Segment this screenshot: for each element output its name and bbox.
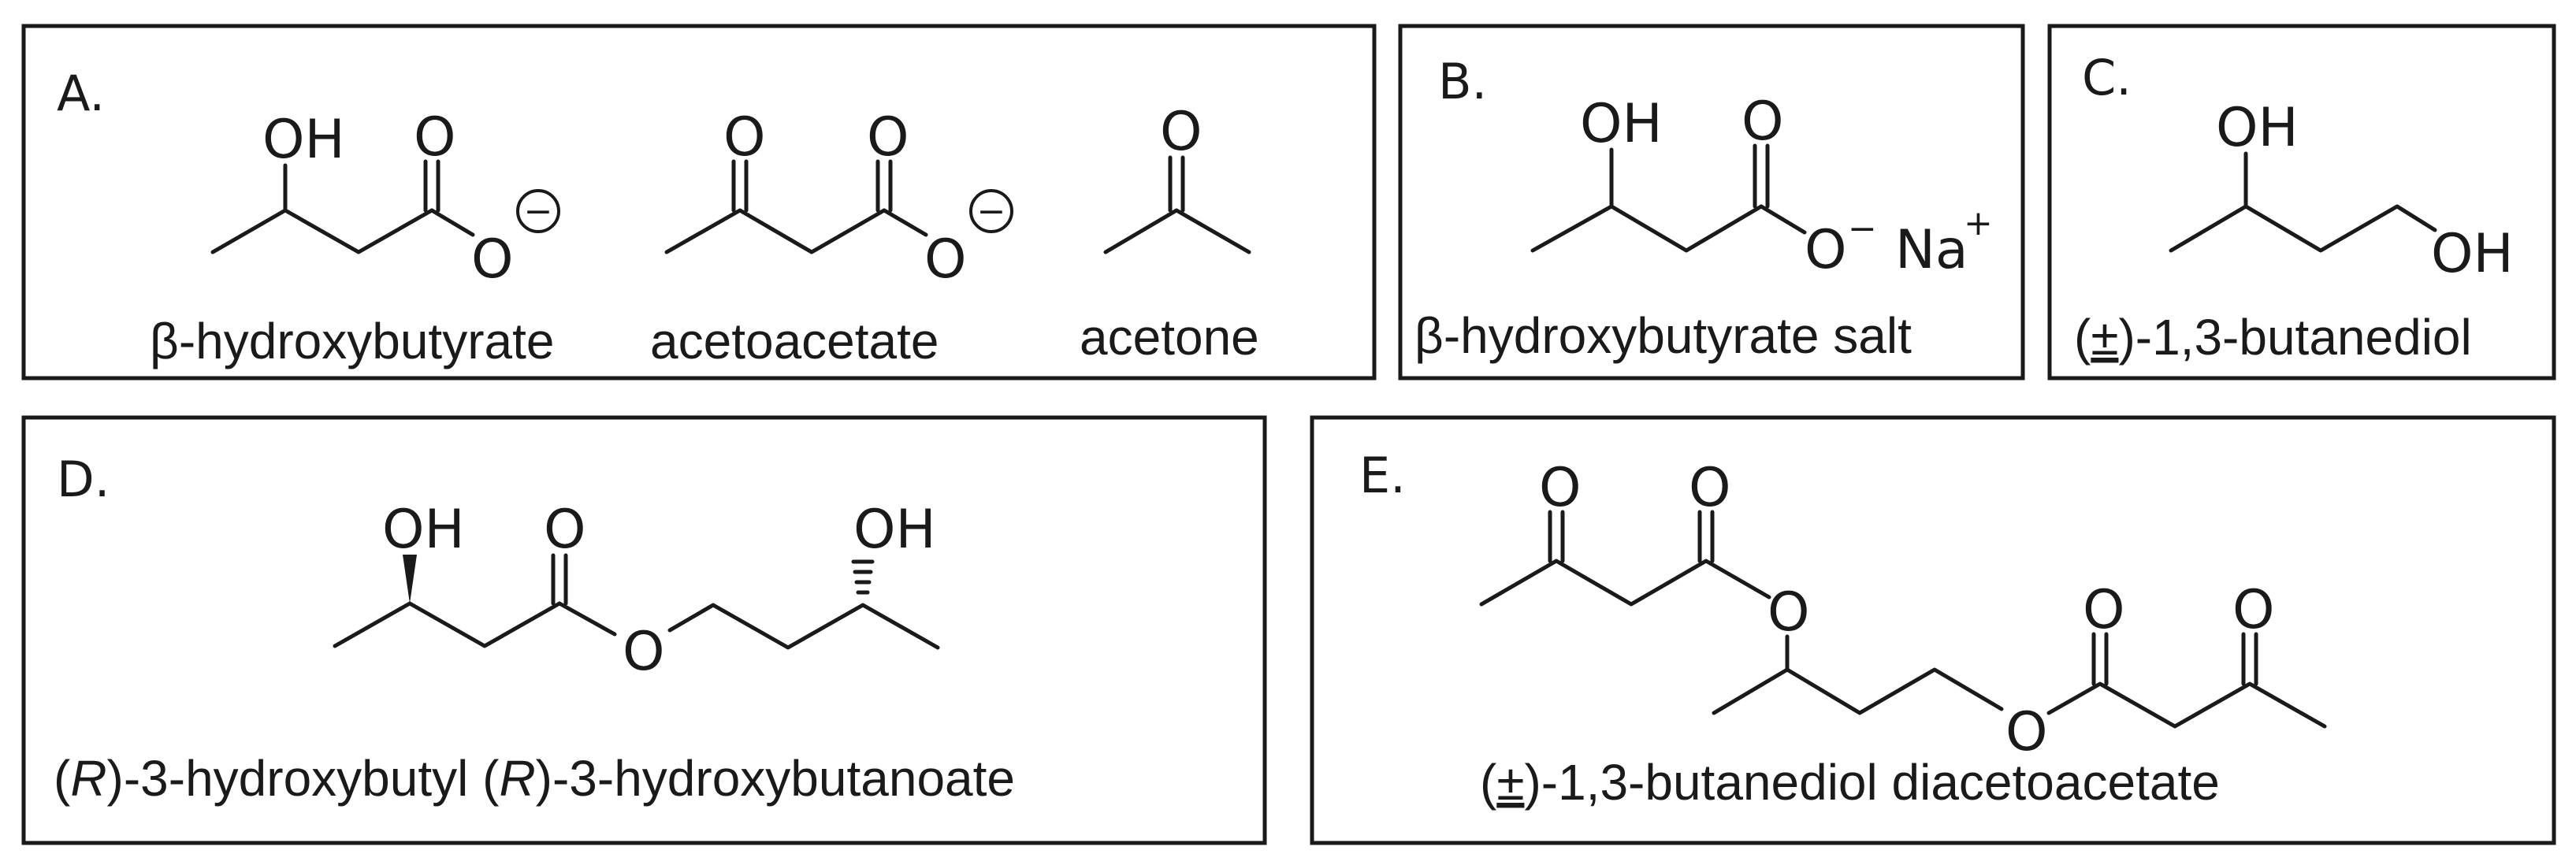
compound-name: acetoacetate xyxy=(650,313,939,369)
carbon-chain-bond xyxy=(1103,208,1251,254)
panel-b-frame xyxy=(1398,24,2025,381)
carboxylate-oxygen: O xyxy=(471,228,514,291)
carbon-chain-bond xyxy=(664,208,887,254)
panel-a-label: A. xyxy=(57,65,105,122)
panel-c: C. OH OH (±)-1,3-butanediol xyxy=(2047,24,2556,381)
keto-oxygen-right: O xyxy=(2232,579,2275,641)
carbon-chain-bond xyxy=(1530,204,1764,253)
keto-oxygen: O xyxy=(723,106,766,169)
panel-d: D. OH O O OH (R)-3-hydroxybutyl (R)-3-hy… xyxy=(21,415,1267,845)
compound-name: (R)-3-hydroxybutyl (R)-3-hydroxybutanoat… xyxy=(54,750,1015,807)
panel-b-label: B. xyxy=(1438,53,1487,110)
ester-oxygen: O xyxy=(623,621,665,683)
hydroxyl-oh-terminal: OH xyxy=(2431,223,2514,285)
hydroxyl-oh: OH xyxy=(262,109,345,171)
panel-b: B. OH O O − Na + β-hydroxybutyrate salt xyxy=(1398,24,2025,381)
molecule-beta-hydroxybutyrate: OH O O − β-hydroxybutyrate xyxy=(150,106,560,369)
negative-charge-sign: − xyxy=(524,191,553,232)
acyl-chain-bond xyxy=(333,601,562,648)
carbonyl-oxygen: O xyxy=(544,499,586,561)
carboxylate-oxygen: O xyxy=(1805,219,1847,281)
alkyl-chain-bond xyxy=(667,603,940,650)
left-acetoacetyl-bond xyxy=(1479,559,1771,607)
compound-name: (±)-1,3-butanediol diacetoacetate xyxy=(1480,754,2220,811)
oxygen-negative-charge: − xyxy=(1848,209,1877,249)
hydroxyl-oh-upper: OH xyxy=(2216,97,2299,159)
carboxylate-bond xyxy=(882,208,928,237)
panel-e-frame xyxy=(1310,415,2556,845)
compound-name: acetone xyxy=(1080,309,1259,366)
compound-name: β-hydroxybutyrate salt xyxy=(1414,307,1912,364)
molecule-acetoacetate: O O O − acetoacetate xyxy=(650,106,1013,369)
panel-c-label: C. xyxy=(2082,49,2132,106)
carbonyl-oxygen-right: O xyxy=(2083,579,2125,641)
compound-name: (±)-1,3-butanediol xyxy=(2074,309,2472,366)
sodium-positive-charge: + xyxy=(1964,203,1993,243)
stereo-hash-bond xyxy=(851,559,875,595)
hydroxyl-oh-alkyl: OH xyxy=(853,499,936,561)
carbon-chain-bond xyxy=(2169,204,2437,253)
carboxylate-oxygen: O xyxy=(924,228,967,291)
negative-charge-ring xyxy=(969,189,1013,233)
molecule-ketone-ester: OH O O OH xyxy=(333,499,940,683)
hydroxyl-oh-acyl: OH xyxy=(382,499,465,561)
carbonyl-oxygen-left: O xyxy=(1689,457,1731,519)
right-acetoacetyl-bond xyxy=(2046,681,2327,729)
sodium-counterion: Na xyxy=(1895,219,1968,281)
carbon-chain-bond xyxy=(210,208,434,254)
carboxylate-bond xyxy=(429,208,475,237)
molecule-beta-hydroxybutyrate-salt: OH O O − Na + xyxy=(1530,91,1993,281)
panel-d-label: D. xyxy=(57,451,110,508)
panel-a: A. OH O O − β-hydroxybutyrate O O O xyxy=(21,24,1377,381)
molecule-acetone: O acetone xyxy=(1080,101,1259,366)
ester-oxygen-right: O xyxy=(2005,701,2048,763)
butanediol-backbone-bond xyxy=(1712,667,2004,715)
panel-e: E. O O O O O O (±)-1,3-butanediol diacet… xyxy=(1310,415,2556,845)
panel-d-frame xyxy=(21,415,1267,845)
plus-minus-sign: ± xyxy=(1496,754,1524,811)
molecule-butanediol: OH OH xyxy=(2169,97,2514,285)
compound-name: β-hydroxybutyrate xyxy=(150,313,554,369)
stereo-wedge-bond xyxy=(403,555,417,603)
plus-minus-sign: ± xyxy=(2091,309,2118,366)
negative-charge-ring xyxy=(516,189,560,233)
carbonyl-oxygen: O xyxy=(1160,101,1203,163)
molecule-butanediol-diacetoacetate: O O O O O O xyxy=(1479,457,2327,763)
keto-oxygen-left: O xyxy=(1539,457,1582,519)
carbonyl-oxygen: O xyxy=(1741,91,1784,153)
carboxylate-bond xyxy=(1759,204,1807,235)
panel-c-frame xyxy=(2047,24,2556,381)
panel-a-frame xyxy=(21,24,1377,381)
carbonyl-oxygen: O xyxy=(414,106,456,169)
ester-bond-left xyxy=(557,601,617,637)
carbonyl-oxygen: O xyxy=(867,106,909,169)
negative-charge-sign: − xyxy=(977,191,1006,232)
hydroxyl-oh: OH xyxy=(1580,93,1663,155)
ester-oxygen-left: O xyxy=(1768,581,1810,644)
panel-e-label: E. xyxy=(1359,447,1406,504)
